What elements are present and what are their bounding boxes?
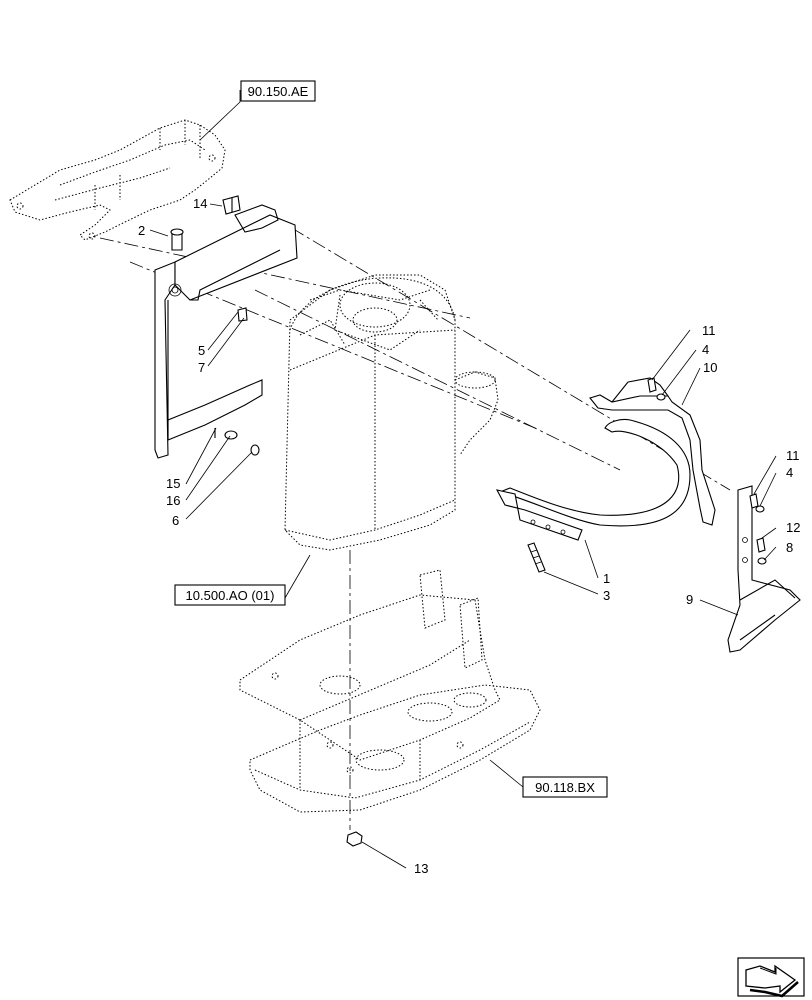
pin-2 [170,228,184,251]
left-bracket [154,204,298,459]
callout-12: 12 [786,520,800,535]
bracket-10 [589,377,716,526]
reference-10-500-ao[interactable]: 10.500.AO (01) [174,584,286,606]
fasteners-right [647,377,767,565]
center-lines [99,214,731,830]
reference-label-top: 90.150.AE [248,84,309,99]
reference-label-bottom: 90.118.BX [535,780,595,795]
navigation-arrow-icon[interactable] [737,957,805,998]
support-plate-phantom [239,569,541,813]
strap-1 [495,418,691,541]
tank-phantom [284,274,499,551]
callout-numbers: 1 2 3 4 4 5 6 7 8 9 10 11 11 12 13 14 15… [138,196,800,876]
nut-13 [346,831,363,847]
callout-7: 7 [198,360,205,375]
callout-13: 13 [414,861,428,876]
callout-11b: 11 [786,448,800,463]
callout-16: 16 [166,493,180,508]
callout-9: 9 [686,592,693,607]
callout-11a: 11 [702,323,716,338]
reference-label-mid: 10.500.AO (01) [186,588,275,603]
callout-6: 6 [172,513,179,528]
callout-5: 5 [198,343,205,358]
clip-14 [222,195,241,215]
callout-15: 15 [166,476,180,491]
callout-14: 14 [193,196,207,211]
callout-3: 3 [603,588,610,603]
leader-lines [149,90,777,869]
callout-2: 2 [138,223,145,238]
callout-4a: 4 [702,342,709,357]
reference-90-118-bx[interactable]: 90.118.BX [522,776,608,798]
bolt-3 [527,542,546,573]
callout-4b: 4 [786,465,793,480]
reference-90-150-ae[interactable]: 90.150.AE [240,80,316,102]
callout-8: 8 [786,540,793,555]
upper-frame-phantom [9,119,226,241]
fasteners-left [224,307,260,456]
callout-10: 10 [703,360,717,375]
callout-1: 1 [603,571,610,586]
bracket-9 [727,485,801,653]
